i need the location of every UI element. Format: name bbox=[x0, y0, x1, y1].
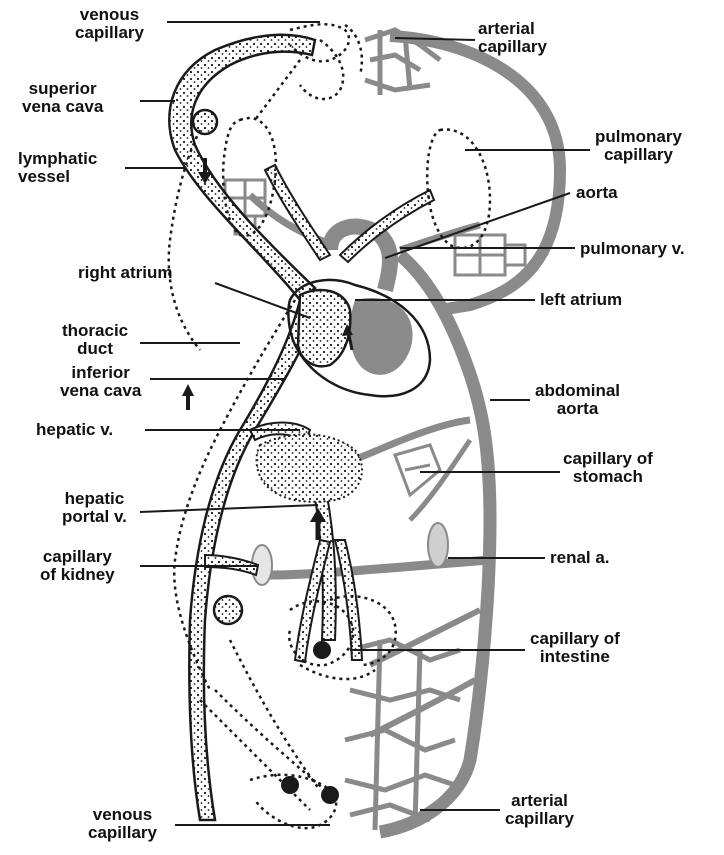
label-right-atrium: right atrium bbox=[78, 264, 172, 282]
label-pulmonary-v: pulmonary v. bbox=[580, 240, 685, 258]
label-hepatic-v: hepatic v. bbox=[36, 421, 113, 439]
label-left-atrium: left atrium bbox=[540, 291, 622, 309]
label-aorta: aorta bbox=[576, 184, 618, 202]
label-renal-a: renal a. bbox=[550, 549, 610, 567]
